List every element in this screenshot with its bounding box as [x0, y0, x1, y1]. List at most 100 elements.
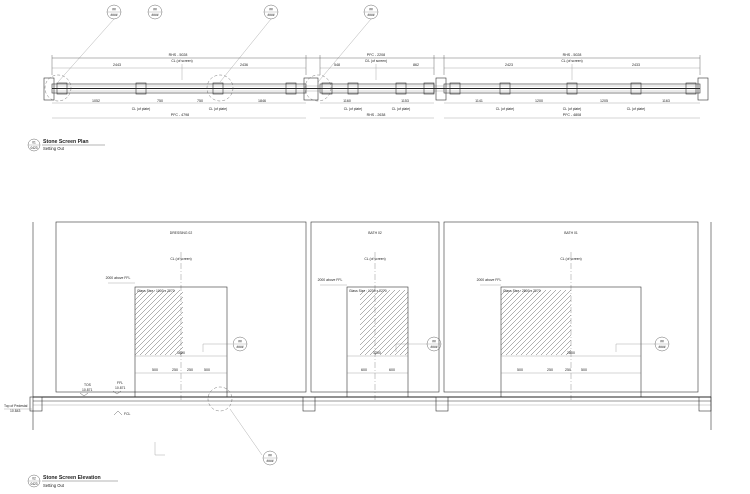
elev-callout-1[interactable]: ## #### [232, 336, 248, 352]
svg-text:CL (of plate): CL (of plate) [563, 107, 582, 111]
svg-text:TOS: TOS [84, 383, 92, 387]
svg-text:10.843: 10.843 [10, 409, 20, 413]
svg-text:Glass Size : 2800 x 2270: Glass Size : 2800 x 2270 [503, 289, 541, 293]
elevation-view: DRESSING 02 BATH 02 BATH 01 CL (of scree… [4, 221, 712, 488]
level-pedestal: Top of Pedestal 10.843 [4, 404, 32, 413]
svg-text:CL (of plate): CL (of plate) [392, 107, 411, 111]
svg-text:1200: 1200 [535, 99, 543, 103]
svg-text:##: ## [369, 8, 373, 12]
svg-text:2800: 2800 [567, 351, 575, 355]
svg-text:CL (of screen): CL (of screen) [170, 257, 191, 261]
glass-panel-bath02 [346, 286, 409, 398]
svg-text:C/L (of screen): C/L (of screen) [365, 59, 387, 63]
svg-text:CL (of plate): CL (of plate) [209, 107, 228, 111]
svg-text:01: 01 [32, 141, 36, 145]
svg-text:####: #### [236, 345, 243, 349]
svg-text:2000 above FFL: 2000 above FFL [106, 276, 131, 280]
svg-text:10.871: 10.871 [115, 386, 125, 390]
elevation-title-block: 02 0423 Stone Screen Elevation Setting O… [27, 474, 118, 488]
svg-text:750: 750 [197, 99, 203, 103]
svg-text:CL (of plate): CL (of plate) [344, 107, 363, 111]
svg-text:##: ## [660, 340, 664, 344]
svg-text:####: #### [367, 13, 374, 17]
svg-text:1205: 1205 [600, 99, 608, 103]
svg-text:548: 548 [334, 63, 340, 67]
svg-text:250: 250 [565, 368, 571, 372]
svg-text:Glass Size : 1000 x 2270: Glass Size : 1000 x 2270 [137, 289, 175, 293]
svg-text:600: 600 [361, 368, 367, 372]
svg-text:CL (of plate): CL (of plate) [496, 107, 515, 111]
svg-text:02: 02 [32, 477, 36, 481]
svg-text:500: 500 [581, 368, 587, 372]
svg-text:250: 250 [172, 368, 178, 372]
plan-view: ## #### ## #### ## #### ## #### [27, 4, 709, 152]
room-name-bath02: BATH 02 [368, 231, 382, 235]
svg-text:CL (of screen): CL (of screen) [560, 257, 581, 261]
svg-text:CL (of screen): CL (of screen) [171, 59, 192, 63]
level-ffl: FFL 10.871 [112, 381, 125, 395]
svg-text:Top of Pedestal: Top of Pedestal [4, 404, 28, 408]
plan-screen-body [43, 74, 709, 102]
svg-text:2443: 2443 [113, 63, 121, 67]
svg-text:1846: 1846 [258, 99, 266, 103]
svg-text:####: #### [267, 13, 274, 17]
svg-text:0423: 0423 [30, 146, 37, 150]
svg-text:Glass Size : 1200 x 2270: Glass Size : 1200 x 2270 [349, 289, 387, 293]
elev-callout-bottom[interactable]: ## #### [229, 408, 278, 466]
svg-text:500: 500 [204, 368, 210, 372]
svg-text:1153: 1153 [401, 99, 409, 103]
elev-callout-3[interactable]: ## #### [654, 336, 670, 352]
height-marker-2: 2000 above FFL [318, 278, 347, 286]
svg-text:####: #### [110, 13, 117, 17]
plan-subtitle: Setting Out [43, 146, 65, 151]
svg-text:CL (of plate): CL (of plate) [627, 107, 646, 111]
hatch-bath02 [360, 290, 408, 355]
svg-text:2000 above FFL: 2000 above FFL [318, 278, 343, 282]
plan-callout-1[interactable]: ## #### [57, 4, 122, 83]
svg-text:600: 600 [389, 368, 395, 372]
plan-callout-2[interactable]: ## #### [147, 4, 163, 20]
svg-text:##: ## [112, 8, 116, 12]
plan-callout-3[interactable]: ## #### [219, 4, 279, 83]
svg-text:10.871: 10.871 [82, 388, 92, 392]
svg-text:FFL: FFL [117, 381, 123, 385]
svg-text:####: #### [658, 345, 665, 349]
plan-upper-dimensions: 2443 2436 548 862 2423 2433 CL (of scree… [52, 59, 700, 80]
plan-top-dimensions: RHS - 5028 PFC - 2208 RHS - 5028 [51, 53, 701, 75]
svg-text:##: ## [432, 340, 436, 344]
elevation-base-track [29, 386, 712, 412]
svg-text:2436: 2436 [240, 63, 248, 67]
svg-text:1052: 1052 [92, 99, 100, 103]
hatch-bath01 [501, 290, 571, 355]
svg-text:##: ## [268, 454, 272, 458]
svg-text:####: #### [430, 345, 437, 349]
svg-text:2423: 2423 [505, 63, 513, 67]
svg-text:####: #### [266, 459, 273, 463]
svg-text:##: ## [269, 8, 273, 12]
svg-text:1200: 1200 [373, 351, 381, 355]
dim-rhs-right: RHS - 5028 [563, 53, 582, 57]
elevation-title: Stone Screen Elevation [43, 475, 101, 481]
level-tos: TOS 10.871 [79, 383, 92, 397]
svg-text:2000 above FFL: 2000 above FFL [477, 278, 502, 282]
svg-text:862: 862 [413, 63, 419, 67]
svg-text:PFC - 4798: PFC - 4798 [171, 113, 189, 117]
svg-text:FCL: FCL [124, 412, 131, 416]
svg-text:0423: 0423 [30, 482, 37, 486]
svg-text:500: 500 [517, 368, 523, 372]
svg-text:####: #### [151, 13, 158, 17]
svg-text:250: 250 [547, 368, 553, 372]
svg-text:PFC - 4808: PFC - 4808 [563, 113, 581, 117]
plan-title: Stone Screen Plan [43, 139, 89, 145]
height-marker-3: 2000 above FFL [477, 278, 502, 286]
svg-text:RHS - 2638: RHS - 2638 [367, 113, 386, 117]
elev-callout-2[interactable]: ## #### [426, 336, 442, 352]
svg-text:1160: 1160 [343, 99, 351, 103]
svg-text:CL (of screen): CL (of screen) [561, 59, 582, 63]
room-name-dressing: DRESSING 02 [170, 231, 193, 235]
plan-callout-4[interactable]: ## #### [317, 4, 379, 83]
svg-text:CL (of screen): CL (of screen) [364, 257, 385, 261]
svg-text:##: ## [153, 8, 157, 12]
dim-pfc-mid: PFC - 2208 [367, 53, 385, 57]
